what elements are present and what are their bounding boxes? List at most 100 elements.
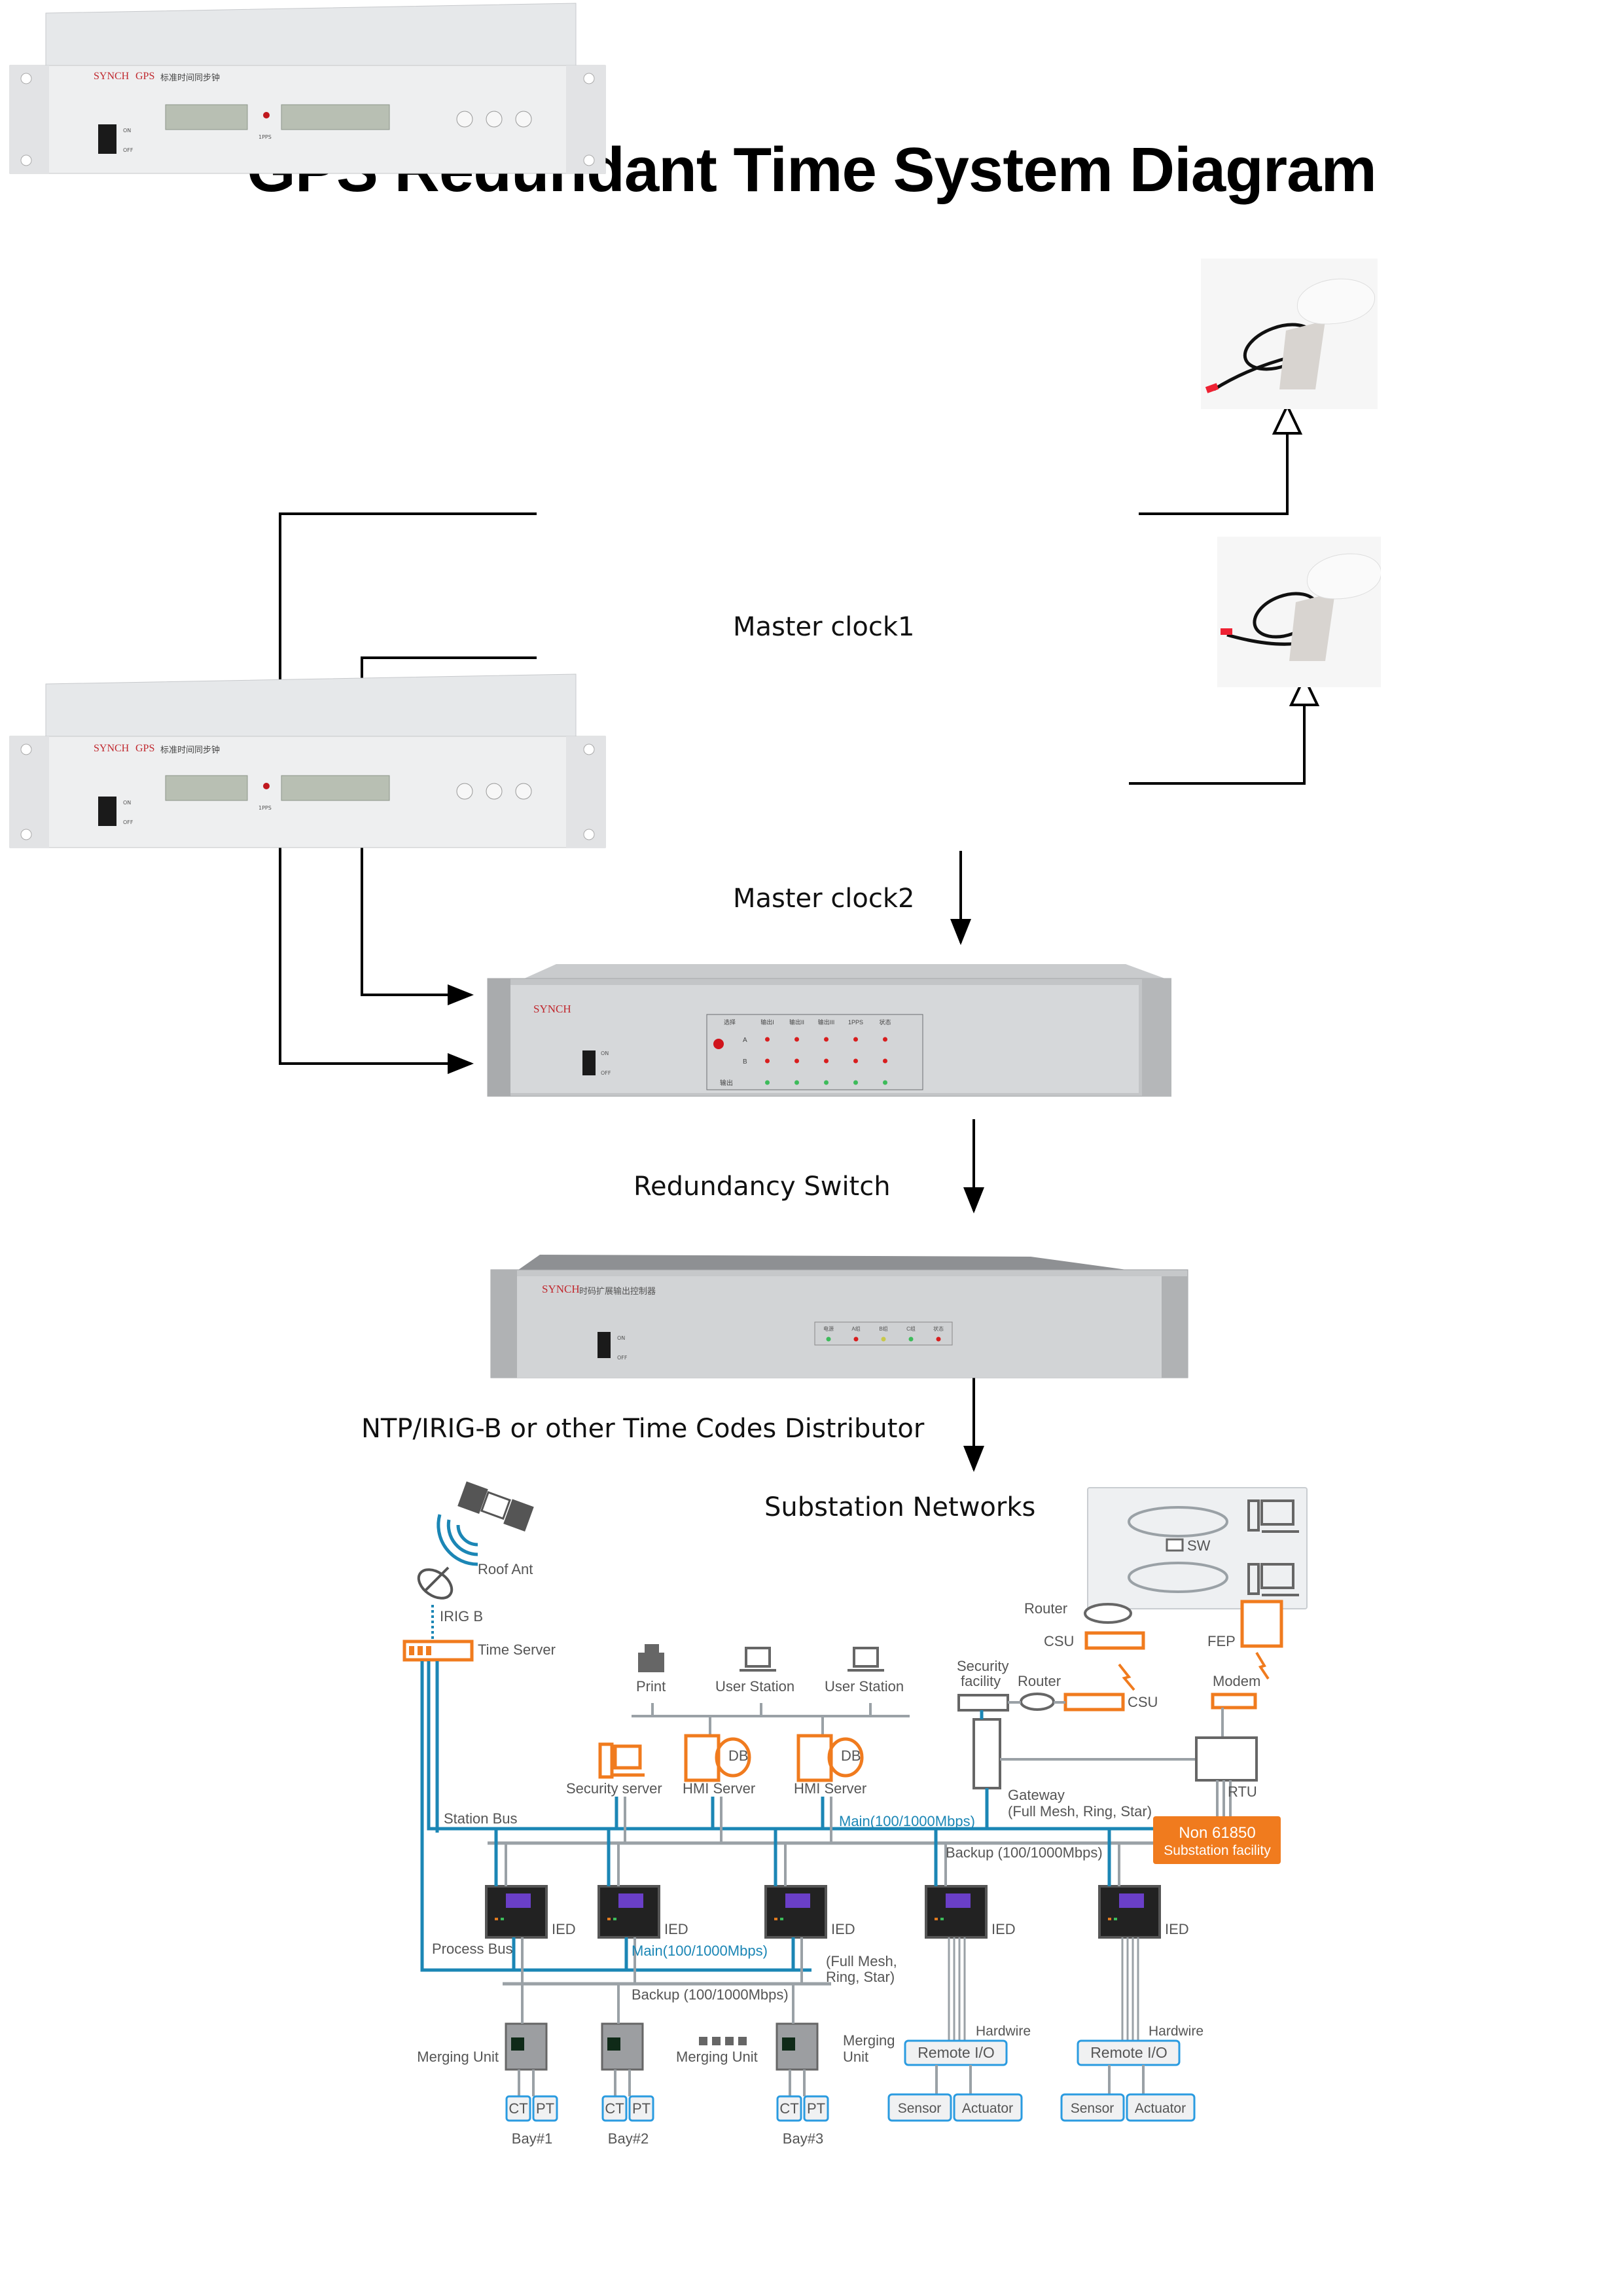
distributor-label: NTP/IRIG-B or other Time Codes Distribut… (361, 1414, 925, 1444)
ellipsis-dot (712, 2037, 721, 2045)
irig-b-label: IRIG B (440, 1608, 483, 1624)
hmi-server-label-2: HMI Server (794, 1780, 866, 1797)
clock2-off-label: OFF (123, 819, 134, 825)
distributor-led (936, 1336, 941, 1342)
rtu-icon (1195, 1736, 1258, 1782)
user-station-label-2: User Station (825, 1678, 904, 1695)
clock1-chinese-name: 标准时间同步钟 (160, 73, 221, 83)
ied-label: IED (1165, 1921, 1189, 1937)
master-clock-1: SYNCH GPS 标准时间同步钟 1PPS ON OFF (0, 0, 615, 177)
ied-device: IED (764, 1885, 855, 1939)
actuator-label: Actuator (962, 2101, 1013, 2116)
roof-antenna-icon (417, 1566, 454, 1600)
router-label-bottom: Router (1018, 1673, 1061, 1689)
clock2-brand: SYNCH (94, 743, 130, 754)
switch-led (794, 1037, 799, 1042)
merging-unit-label-1: Merging Unit (417, 2049, 499, 2065)
gateway-label-1: Gateway (1008, 1787, 1065, 1803)
distributor-led-label: B组 (879, 1325, 887, 1332)
switch-table-header: 输出II (789, 1018, 804, 1026)
antenna1-hollow-arrow (1272, 403, 1303, 435)
remote-io-box (904, 2039, 1008, 2066)
distributor-led-label: A组 (851, 1325, 860, 1332)
ied-device: IED (1098, 1885, 1189, 1939)
lightning-icon-2 (1255, 1651, 1270, 1680)
time-server-icon (402, 1640, 474, 1662)
switch-row-label: 输出 (720, 1079, 733, 1087)
clock1-on-label: ON (123, 128, 132, 134)
security-server-label: Security server (566, 1780, 662, 1797)
csu-label-bottom: CSU (1128, 1694, 1158, 1710)
ied-label: IED (552, 1921, 576, 1937)
user-station-label-1: User Station (715, 1678, 794, 1695)
redundancy-switch-label: Redundancy Switch (633, 1172, 891, 1202)
remote-io-label: Remote I/O (1090, 2044, 1168, 2061)
switch-led (853, 1058, 858, 1064)
switch-led (824, 1080, 829, 1085)
non-61850-label-1: Non 61850 (1179, 1824, 1255, 1842)
satellite-icon (457, 1481, 534, 1532)
hardwire-label: Hardwire (1149, 2024, 1204, 2039)
db-label-2: DB (841, 1748, 861, 1764)
distributor-led (826, 1336, 831, 1342)
pt-box: PT (803, 2095, 829, 2122)
fep-icon (1240, 1600, 1283, 1648)
merging-unit-device (505, 2022, 548, 2071)
hmi-server-icon-1 (684, 1734, 751, 1782)
csu-label-top: CSU (1044, 1633, 1074, 1649)
gps-antenna-2 (1217, 537, 1381, 687)
merging-unit-label-3b: Unit (843, 2049, 868, 2065)
sensor-label: Sensor (898, 2101, 942, 2116)
ct-box: CT (505, 2095, 531, 2122)
clock2-to-antenna2-line (1129, 704, 1306, 785)
distributor-on-label: ON (617, 1335, 626, 1341)
time-server-label: Time Server (478, 1641, 556, 1658)
non-61850-box (1153, 1816, 1281, 1864)
fep-label: FEP (1207, 1633, 1236, 1649)
sw-workstation-icon-1 (1247, 1499, 1299, 1533)
remote-io-box (1077, 2039, 1181, 2066)
svg-text:PT: PT (632, 2100, 651, 2117)
distributor-led-label: 电源 (823, 1325, 834, 1332)
switch-led (765, 1080, 770, 1085)
clock2-pps-label: 1PPS (259, 805, 272, 811)
rtu-label: RTU (1228, 1784, 1257, 1800)
ellipsis-dot (738, 2037, 747, 2045)
switch-led (824, 1037, 829, 1042)
hardwire-label: Hardwire (976, 2024, 1031, 2039)
sensor-box (887, 2093, 952, 2122)
switch-table-header: 输出III (818, 1018, 835, 1026)
user-station-icon-2 (847, 1647, 884, 1672)
station-bus-label: Station Bus (444, 1810, 518, 1827)
sw-network-box (1087, 1487, 1308, 1609)
ied-device: IED (485, 1885, 576, 1939)
security-server-icon (598, 1742, 645, 1779)
router-icon-bottom (1020, 1693, 1055, 1711)
ied-device: IED (597, 1885, 688, 1939)
gateway-icon (972, 1718, 1001, 1789)
bay-label: Bay#2 (608, 2130, 649, 2147)
security-facility-label-1: Security (957, 1658, 1008, 1674)
switch-off-label: OFF (601, 1070, 611, 1076)
substation-networks-label: Substation Networks (764, 1492, 1036, 1522)
master-clock-1-label: Master clock1 (733, 612, 915, 642)
station-backup-label: Backup (100/1000Mbps) (946, 1844, 1103, 1861)
ct-box: CT (601, 2095, 628, 2122)
clock1-brand: SYNCH (94, 71, 130, 82)
svg-text:CT: CT (605, 2100, 624, 2117)
actuator-box (1126, 2093, 1196, 2122)
ied-label: IED (991, 1921, 1016, 1937)
modem-icon (1211, 1693, 1257, 1710)
distributor-led-label: C组 (906, 1325, 916, 1332)
actuator-label: Actuator (1135, 2101, 1186, 2116)
security-facility-icon (957, 1694, 1009, 1712)
roof-ant-label: Roof Ant (478, 1561, 533, 1577)
svg-text:CT: CT (779, 2100, 798, 2117)
switch-table-header: 输出I (760, 1018, 774, 1026)
switch-table-header: 状态 (879, 1018, 891, 1026)
hmi-server-icon-2 (796, 1734, 864, 1782)
